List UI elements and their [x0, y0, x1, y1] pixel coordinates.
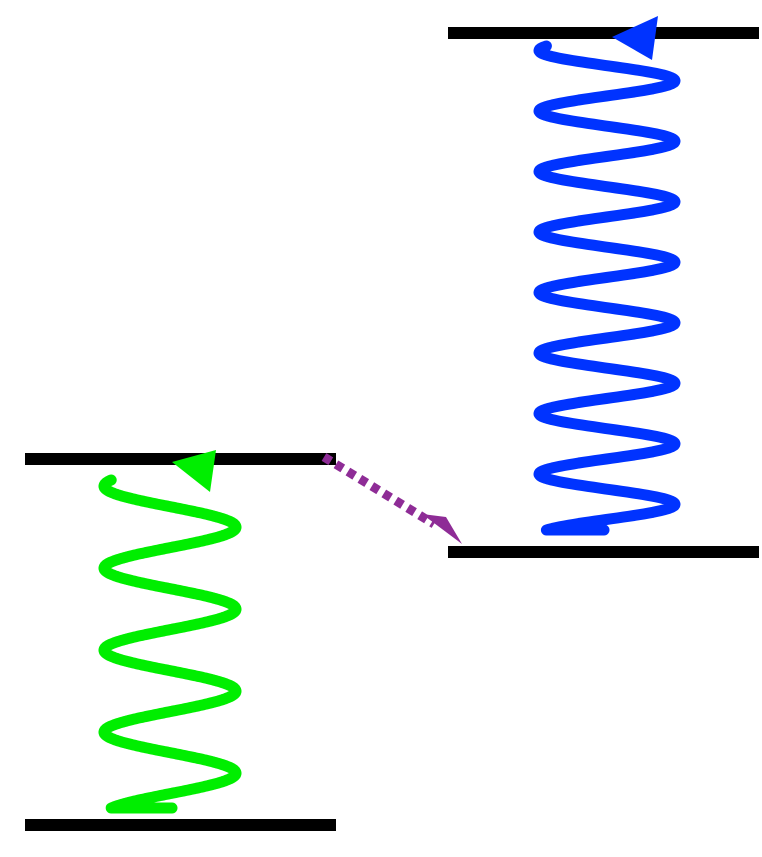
energy-transfer-arrowhead	[422, 514, 462, 544]
high-system-excitation-wave	[533, 40, 681, 536]
low-system-excitation-wave	[98, 474, 242, 814]
high-system-arrowhead	[612, 16, 658, 60]
low-system-arrowhead	[172, 450, 216, 492]
energy-transfer-arrow-line	[321, 453, 437, 528]
